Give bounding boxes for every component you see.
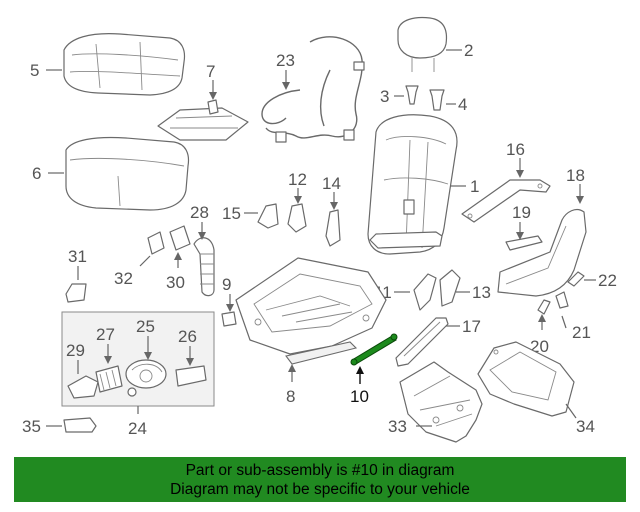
- callout-9: 9: [222, 275, 231, 294]
- part-22-cap: [567, 271, 585, 287]
- callout-7: 7: [206, 62, 215, 81]
- part-4-headrest-guide: [429, 89, 445, 111]
- part-18-side-shield: [497, 208, 587, 297]
- callout-23: 23: [276, 51, 295, 70]
- callout-1: 1: [470, 177, 479, 196]
- part-21-knob: [555, 291, 569, 309]
- part-13-cover: [439, 269, 461, 307]
- callout-2: 2: [464, 41, 473, 60]
- callout-22: 22: [598, 271, 617, 290]
- part-27-bellows: [95, 365, 123, 393]
- part-23-wiring-harness: [261, 36, 365, 143]
- part-33-bracket: [399, 361, 483, 443]
- callout-16: 16: [506, 140, 525, 159]
- callout-13: 13: [472, 283, 491, 302]
- callout-33: 33: [388, 417, 407, 436]
- part-15-bracket: [257, 203, 279, 229]
- callout-6: 6: [32, 164, 41, 183]
- callout-15: 15: [222, 204, 241, 223]
- part-32-clip: [147, 231, 165, 255]
- part-29-bracket: [67, 375, 99, 399]
- callout-28: 28: [190, 203, 209, 222]
- part-34-tray: [477, 341, 575, 417]
- callout-3: 3: [380, 87, 389, 106]
- part-2-headrest: [397, 16, 448, 72]
- part-7-heater-pad: [157, 99, 249, 141]
- callout-12: 12: [288, 170, 307, 189]
- callout-34: 34: [576, 417, 595, 436]
- callout-10: 10: [350, 387, 369, 406]
- part-35-switch: [63, 417, 97, 433]
- banner-line-part: Part or sub-assembly is #10 in diagram: [185, 462, 455, 479]
- callout-30: 30: [166, 273, 185, 292]
- part-8-seat-frame: [235, 257, 387, 365]
- callout-14: 14: [322, 174, 341, 193]
- callout-27: 27: [96, 325, 115, 344]
- part-25-pump: [125, 359, 167, 397]
- part-17-rail-cover: [395, 317, 449, 367]
- part-28-hose: [193, 237, 215, 297]
- part-3-headrest-guide: [405, 85, 419, 105]
- callout-21: 21: [572, 323, 591, 342]
- callout-19: 19: [512, 203, 531, 222]
- part-19-recliner-knob: [505, 235, 543, 251]
- callout-4: 4: [458, 95, 467, 114]
- part-16-back-board-trim: [461, 179, 551, 223]
- part-9-stopper: [221, 311, 237, 327]
- info-banner: Part or sub-assembly is #10 in diagram D…: [14, 457, 626, 502]
- callout-17: 17: [462, 317, 481, 336]
- callout-32: 32: [114, 269, 133, 288]
- callout-31: 31: [68, 247, 87, 266]
- part-11-cover: [413, 273, 437, 311]
- part-10-highlighted-rod: [350, 333, 398, 366]
- part-14-bracket: [325, 209, 341, 247]
- callout-26: 26: [178, 327, 197, 346]
- part-31-cover: [65, 283, 87, 303]
- part-1-seat-back: [367, 114, 458, 255]
- callout-5: 5: [30, 61, 39, 80]
- banner-line-disclaimer: Diagram may not be specific to your vehi…: [170, 481, 470, 498]
- callout-24: 24: [128, 419, 147, 438]
- callout-29: 29: [66, 341, 85, 360]
- part-20-knob: [537, 299, 551, 315]
- callout-35: 35: [22, 417, 41, 436]
- callout-25: 25: [136, 317, 155, 336]
- part-26-hose: [175, 365, 207, 387]
- part-12-bracket: [287, 203, 307, 233]
- part-30-clip: [169, 225, 191, 251]
- callout-8: 8: [286, 387, 295, 406]
- seat-exploded-diagram: 5 6 7 23: [22, 16, 617, 443]
- callout-18: 18: [566, 166, 585, 185]
- part-6-cushion-cover: [65, 136, 190, 211]
- part-5-cushion-pad: [63, 33, 186, 96]
